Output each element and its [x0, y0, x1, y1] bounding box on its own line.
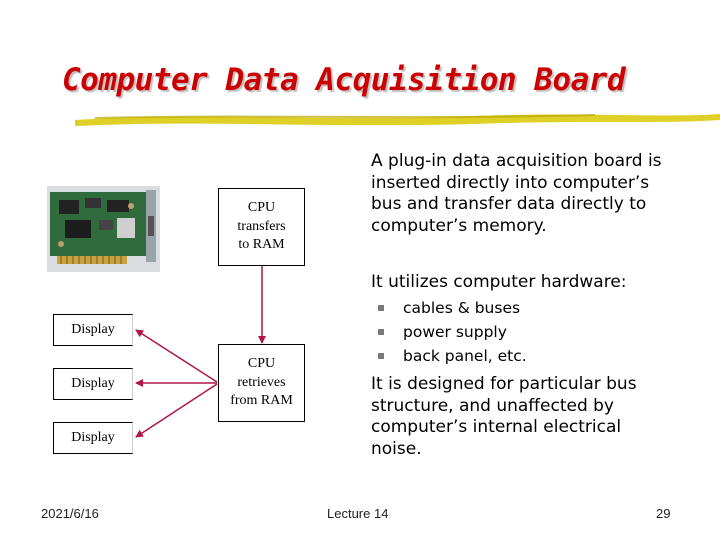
box-line: CPU	[247, 355, 276, 371]
box-line: to RAM	[238, 237, 285, 253]
title-underline-stroke	[75, 114, 720, 126]
box-line: transfers	[237, 218, 286, 234]
box-line: CPU	[247, 199, 276, 215]
footer-lecture: Lecture 14	[327, 506, 389, 521]
paragraph-plug-in: A plug-in data acquisition board is inse…	[371, 151, 662, 236]
arrow-to-display-3	[135, 383, 218, 438]
list-item: power supply	[378, 320, 527, 344]
display-box-1: Display	[53, 314, 133, 346]
bullet-square-icon	[378, 305, 384, 311]
acquisition-board-image	[47, 186, 160, 272]
display-box-3: Display	[53, 422, 133, 454]
list-item-text: power supply	[403, 323, 507, 341]
list-item: cables & buses	[378, 296, 527, 320]
list-item-text: cables & buses	[403, 299, 521, 317]
box-line: from RAM	[230, 393, 293, 409]
paragraph-hardware: It utilizes computer hardware:	[371, 272, 627, 292]
slide-title: Computer Data Acquisition Board	[62, 62, 626, 98]
bullet-square-icon	[378, 329, 384, 335]
display-box-2: Display	[53, 368, 133, 400]
list-item: back panel, etc.	[378, 344, 527, 368]
hardware-list: cables & buses power supply back panel, …	[378, 296, 527, 368]
cpu-retrieves-box: CPU retrieves from RAM	[218, 344, 305, 422]
cpu-transfers-box: CPU transfers to RAM	[218, 188, 305, 266]
footer-date: 2021/6/16	[41, 506, 99, 521]
box-line: retrieves	[237, 374, 286, 390]
footer-page-number: 29	[656, 506, 671, 521]
list-item-text: back panel, etc.	[403, 347, 527, 365]
arrow-to-display-1	[135, 329, 218, 383]
paragraph-bus-structure: It is designed for particular bus struct…	[371, 374, 637, 459]
bullet-square-icon	[378, 353, 384, 359]
